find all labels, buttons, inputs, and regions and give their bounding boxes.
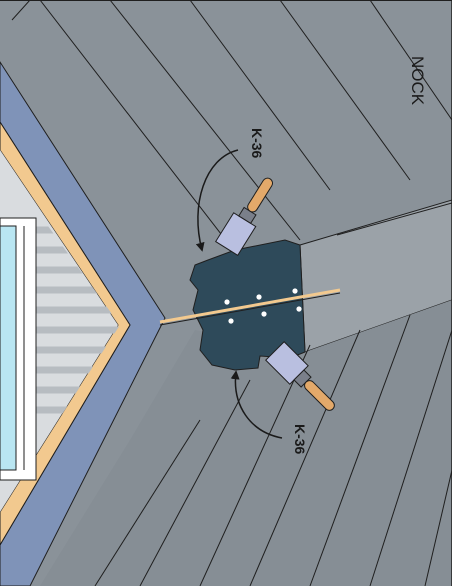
- ridge-label: NOCK: [408, 56, 427, 106]
- product-label-bottom: K-36: [292, 424, 308, 455]
- window-glass: [0, 226, 16, 470]
- product-label-top: K-36: [249, 128, 265, 159]
